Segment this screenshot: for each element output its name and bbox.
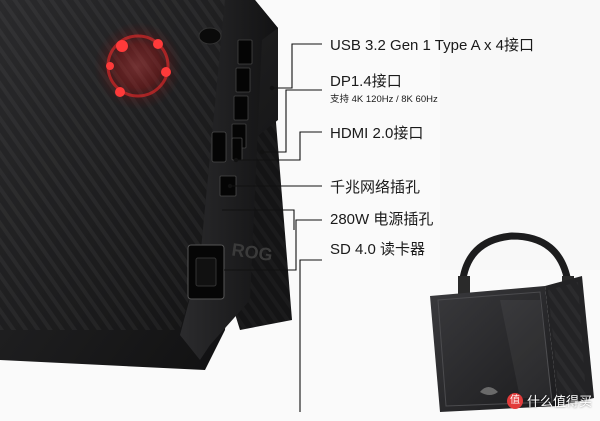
carrying-bag: [430, 232, 594, 412]
label-lan: 千兆网络插孔: [330, 179, 421, 196]
callout-dots: [227, 85, 275, 189]
video-ports: [211, 131, 243, 163]
callout-lines: [222, 43, 322, 412]
label-hdmi: HDMI 2.0接口: [330, 125, 424, 142]
label-dp: DP1.4接口: [330, 73, 402, 90]
label-power: 280W 电源插孔: [330, 211, 434, 228]
rog-logo-icon: [480, 387, 498, 395]
watermark-badge-icon: 值: [506, 392, 523, 409]
usb-ports: [231, 39, 253, 149]
power-inlet: [187, 244, 225, 300]
watermark: 值 什么值得买: [506, 391, 592, 410]
sublabel-dp: 支持 4K 120Hz / 8K 60Hz: [330, 94, 438, 105]
label-usb: USB 3.2 Gen 1 Type A x 4接口: [330, 37, 535, 54]
power-button[interactable]: [198, 27, 222, 45]
background-texture: [440, 0, 600, 270]
rog-eye-icon: [94, 22, 182, 110]
watermark-text: 什么值得买: [526, 394, 592, 409]
label-sd: SD 4.0 读卡器: [330, 241, 426, 258]
